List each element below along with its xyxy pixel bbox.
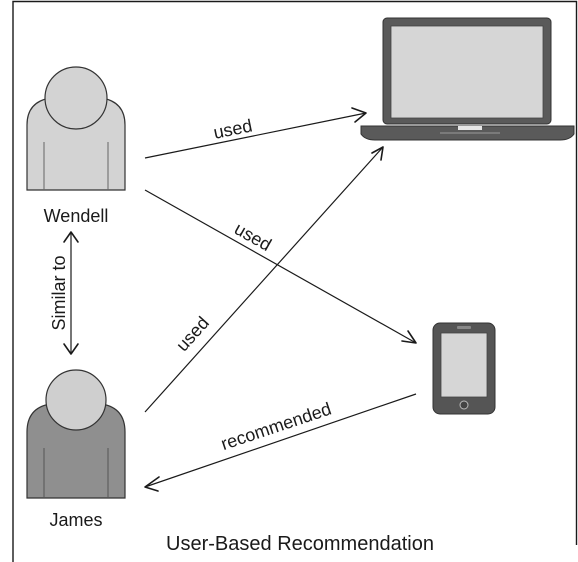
edge-phone-james: recommended: [144, 393, 417, 492]
edge-james-laptop: used: [144, 146, 384, 413]
edge-label-wendell-laptop: used: [212, 115, 254, 142]
smartphone-icon: [432, 322, 496, 415]
person-name-wendell: Wendell: [44, 206, 109, 226]
person-wendell-icon: [26, 66, 126, 191]
person-name-james: James: [49, 510, 102, 530]
edge-wendell-laptop: used: [144, 107, 367, 159]
edge-label-wendell-phone: used: [231, 218, 275, 255]
diagram-caption: User-Based Recommendation: [166, 533, 434, 555]
edge-label-phone-james: recommended: [218, 399, 333, 454]
laptop-icon: [360, 17, 575, 141]
edge-label-james-laptop: used: [172, 313, 213, 355]
edge-label-similar-to: Similar to: [49, 255, 69, 330]
edge-wendell-phone: used: [144, 189, 417, 344]
person-james-icon: [26, 369, 126, 499]
frame-border: [12, 0, 578, 562]
edge-wendell-james-similar: Similar to: [49, 231, 79, 355]
